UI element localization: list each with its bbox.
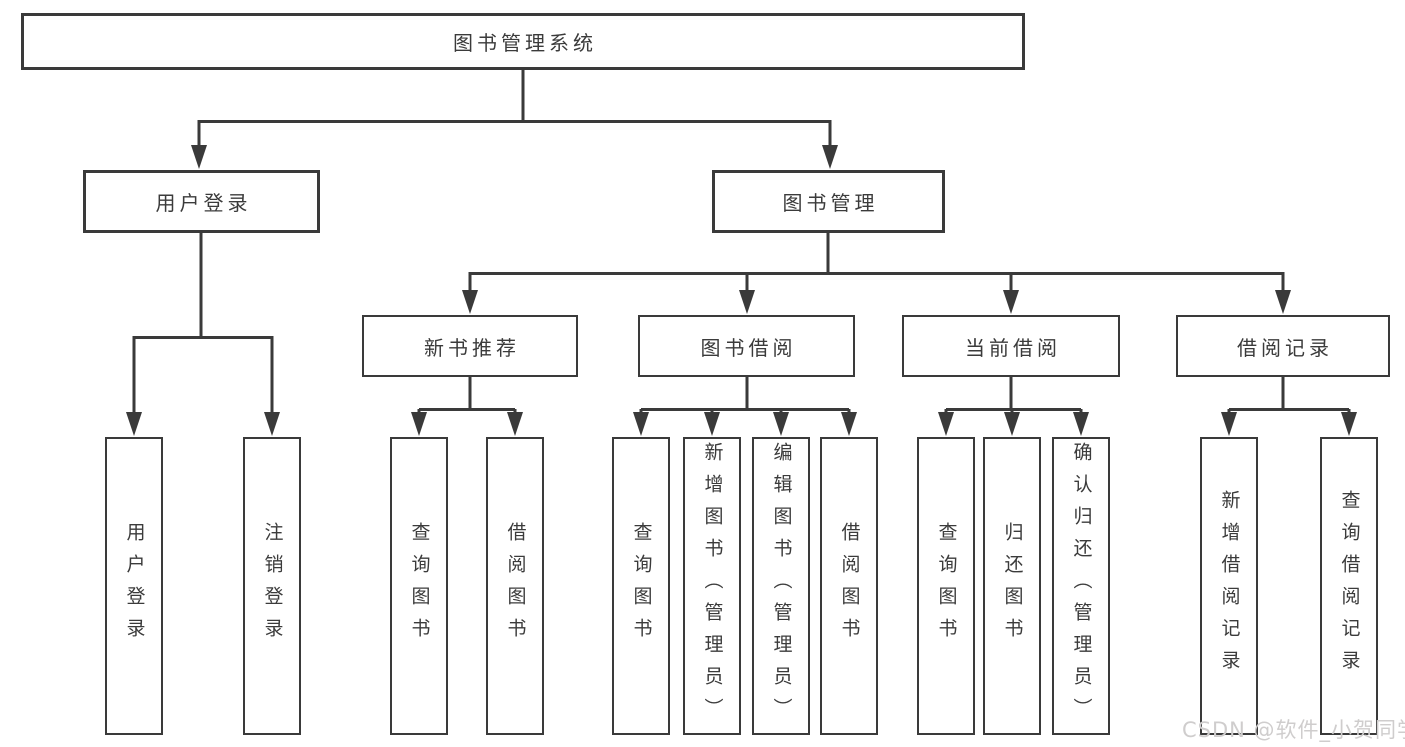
node-label: 借阅记录: [1237, 335, 1333, 360]
node-cb-query-book: 查询图书: [917, 437, 975, 735]
node-library-management-system: 图书管理系统: [21, 13, 1025, 70]
node-label: 查询借阅记录: [1338, 490, 1361, 682]
node-label: 新增图书（管理员）: [701, 442, 724, 730]
node-user-login-branch: 用户登录: [83, 170, 320, 233]
node-label: 注销登录: [261, 522, 284, 650]
node-br-query-record: 查询借阅记录: [1320, 437, 1378, 735]
node-label: 归还图书: [1001, 522, 1024, 650]
node-bb-add-book-admin: 新增图书（管理员）: [683, 437, 741, 735]
node-label: 新书推荐: [424, 335, 520, 360]
node-bb-query-book: 查询图书: [612, 437, 670, 735]
node-current-borrowing: 当前借阅: [902, 315, 1120, 377]
node-ul-logout: 注销登录: [243, 437, 301, 735]
node-nbr-query-book: 查询图书: [390, 437, 448, 735]
node-cb-confirm-return-admin: 确认归还（管理员）: [1052, 437, 1110, 735]
node-book-management-branch: 图书管理: [712, 170, 945, 233]
node-label: 借阅图书: [504, 522, 527, 650]
node-label: 查询图书: [408, 522, 431, 650]
node-label: 借阅图书: [838, 522, 861, 650]
node-label: 图书借阅: [700, 335, 797, 360]
node-label: 用户登录: [155, 191, 252, 215]
node-new-book-recommend: 新书推荐: [362, 315, 578, 377]
node-label: 新增借阅记录: [1218, 490, 1241, 682]
node-cb-return-book: 归还图书: [983, 437, 1041, 735]
node-book-borrowing: 图书借阅: [638, 315, 855, 377]
node-borrowing-records: 借阅记录: [1176, 315, 1390, 377]
node-ul-user-login: 用户登录: [105, 437, 163, 735]
node-br-add-record: 新增借阅记录: [1200, 437, 1258, 735]
node-label: 确认归还（管理员）: [1070, 442, 1093, 730]
node-label: 用户登录: [123, 522, 146, 650]
node-label: 当前借阅: [965, 335, 1061, 360]
csdn-watermark: CSDN @软件_小贺同学: [1182, 718, 1405, 742]
node-label: 图书管理: [782, 191, 879, 215]
node-label: 编辑图书（管理员）: [770, 442, 793, 730]
node-label: 查询图书: [935, 522, 958, 650]
node-label: 图书管理系统: [453, 31, 597, 55]
node-nbr-borrow-book: 借阅图书: [486, 437, 544, 735]
node-bb-edit-book-admin: 编辑图书（管理员）: [752, 437, 810, 735]
node-bb-borrow-book: 借阅图书: [820, 437, 878, 735]
node-label: 查询图书: [630, 522, 653, 650]
